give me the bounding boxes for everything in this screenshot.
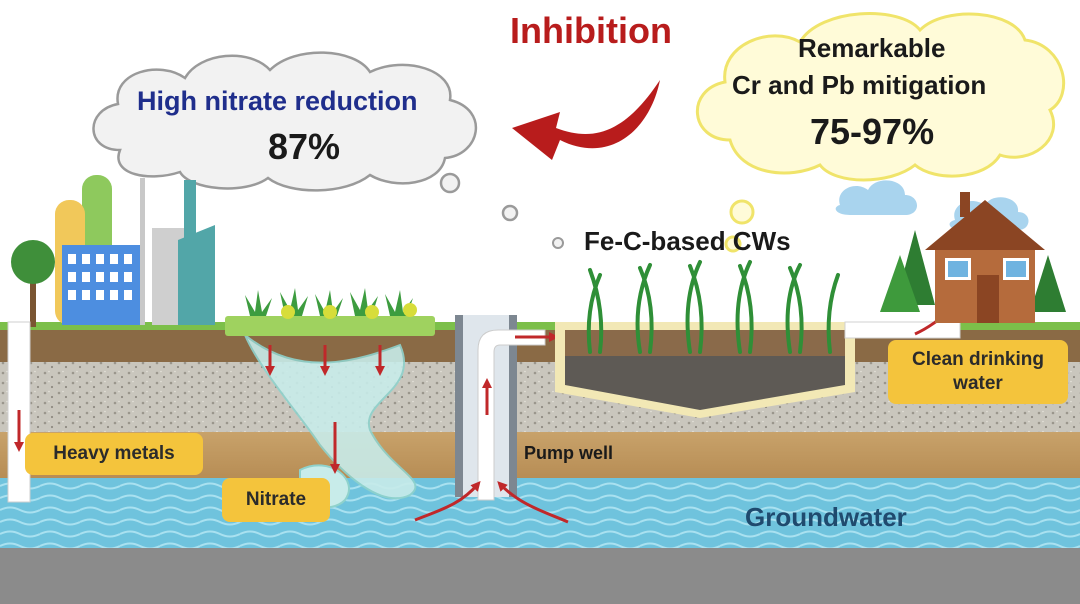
metal-value: 75-97% — [810, 111, 935, 152]
groundwater-label: Groundwater — [745, 502, 907, 532]
pump-well-label: Pump well — [524, 443, 614, 463]
inhibition-label: Inhibition — [510, 10, 672, 51]
vegetated-bed — [225, 288, 435, 474]
heavy-metals-pipe — [7, 321, 31, 503]
heavy-metals-label: Heavy metals — [53, 443, 175, 464]
inhibition-arrow — [512, 80, 660, 160]
cw-basin — [555, 260, 976, 418]
metal-title-line2: Cr and Pb mitigation — [732, 70, 987, 100]
clean-water-label-line2: water — [953, 373, 1003, 394]
metal-title-line1: Remarkable — [798, 33, 946, 63]
nitrate-label: Nitrate — [245, 489, 307, 510]
metal-cloud — [696, 12, 1066, 253]
heavy-metals-tag: Heavy metals — [25, 433, 203, 475]
pump-well — [414, 315, 569, 524]
nitrate-cloud — [92, 51, 564, 249]
factory-icon — [11, 175, 215, 327]
clean-water-label-line1: Clean drinking — [912, 349, 1044, 370]
nitrate-reduction-title: High nitrate reduction — [137, 86, 418, 116]
nitrate-tag: Nitrate — [222, 478, 330, 522]
clean-water-tag: Clean drinking water — [888, 340, 1068, 404]
house-icon — [880, 192, 1066, 323]
nitrate-reduction-value: 87% — [268, 126, 341, 167]
cws-label: Fe-C-based CWs — [584, 226, 791, 256]
